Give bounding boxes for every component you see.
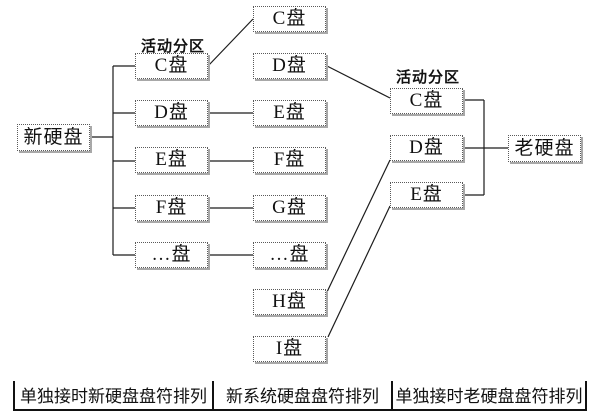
active-partition-label-old: 活动分区	[395, 70, 460, 86]
partition-box-old-c: C盘	[390, 88, 463, 114]
active-partition-label-new: 活动分区	[140, 39, 205, 55]
partition-box-old-e: E盘	[390, 182, 463, 208]
partition-box-sys-e: E盘	[253, 100, 326, 126]
partition-box-sys-c: C盘	[253, 6, 326, 32]
partition-box-new-f: F盘	[135, 195, 208, 221]
partition-box-new-d: D盘	[135, 100, 208, 126]
partition-box-sys-g: G盘	[253, 195, 326, 221]
partition-box-new-c: C盘	[135, 53, 208, 79]
partition-box-sys-f: F盘	[253, 147, 326, 173]
legend-row: 单独接时新硬盘盘符排列 新系统硬盘盘符排列 单独接时老硬盘盘符排列	[13, 381, 587, 411]
partition-box-sys-more: …盘	[253, 242, 326, 268]
partition-box-new-more: …盘	[135, 242, 208, 268]
partition-box-sys-i: I盘	[253, 336, 326, 362]
legend-new-system: 新系统硬盘盘符排列	[212, 381, 391, 409]
legend-new-disk-alone: 单独接时新硬盘盘符排列	[13, 381, 212, 409]
partition-box-new-e: E盘	[135, 147, 208, 173]
old-disk-node: 老硬盘	[508, 135, 581, 162]
partition-box-old-d: D盘	[390, 135, 463, 161]
legend-old-disk-alone: 单独接时老硬盘盘符排列	[391, 381, 587, 409]
partition-box-sys-h: H盘	[253, 289, 326, 315]
new-disk-node: 新硬盘	[17, 124, 90, 151]
partition-box-sys-d: D盘	[253, 53, 326, 79]
